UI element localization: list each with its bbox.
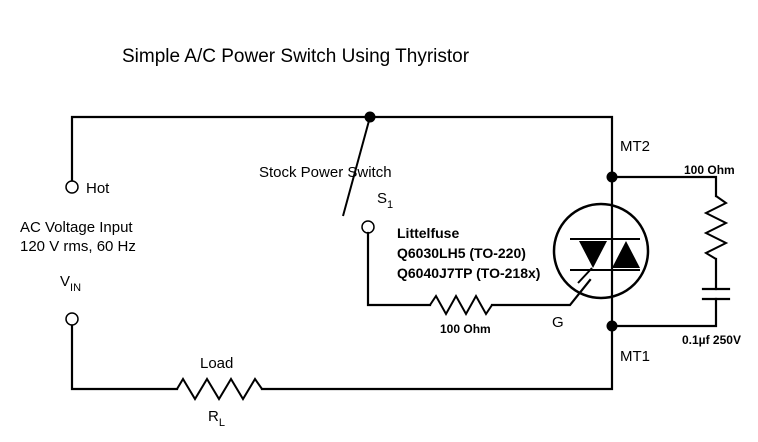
switch-contact (361, 220, 375, 234)
gate-wire (490, 278, 592, 307)
triac-left-triangle (579, 241, 607, 268)
thyristor-maker: Littelfuse (397, 225, 459, 241)
gate-resistor (429, 293, 493, 317)
triac-body (552, 202, 650, 300)
vin-label: VIN (60, 273, 81, 294)
top-wire (70, 115, 614, 324)
snubber-bottom-wire (610, 297, 718, 328)
load-ref: RL (208, 408, 225, 429)
snubber-capacitor-label: 0.1µf 250V (682, 333, 741, 347)
mt2-label: MT2 (620, 138, 650, 155)
gate-resistor-label: 100 Ohm (440, 322, 491, 336)
hot-terminal (65, 180, 79, 194)
neutral-terminal (65, 312, 79, 326)
bottom-wire-left (70, 324, 179, 391)
voltage-label-line2: 120 V rms, 60 Hz (20, 238, 136, 255)
switch-label: Stock Power Switch (259, 164, 392, 181)
switch-lever (342, 116, 371, 217)
thyristor-part2: Q6040J7TP (TO-218x) (397, 265, 540, 281)
triac-gate-lead (577, 267, 593, 284)
snubber-resistor-label: 100 Ohm (684, 163, 735, 177)
switch-ref: S1 (377, 190, 393, 211)
triac-right-triangle (612, 241, 640, 268)
gate-label: G (552, 314, 564, 331)
load-label: Load (200, 355, 233, 372)
snubber-top-wire (610, 175, 718, 198)
switch-to-gate-wire (366, 231, 432, 307)
hot-label: Hot (86, 180, 110, 197)
mt1-label: MT1 (620, 348, 650, 365)
load-resistor (176, 377, 263, 401)
diagram-title: Simple A/C Power Switch Using Thyristor (122, 46, 470, 67)
thyristor-part1: Q6030LH5 (TO-220) (397, 245, 526, 261)
snubber-resistor (703, 195, 729, 260)
voltage-label-line1: AC Voltage Input (20, 219, 133, 236)
bottom-wire-right (260, 324, 614, 391)
